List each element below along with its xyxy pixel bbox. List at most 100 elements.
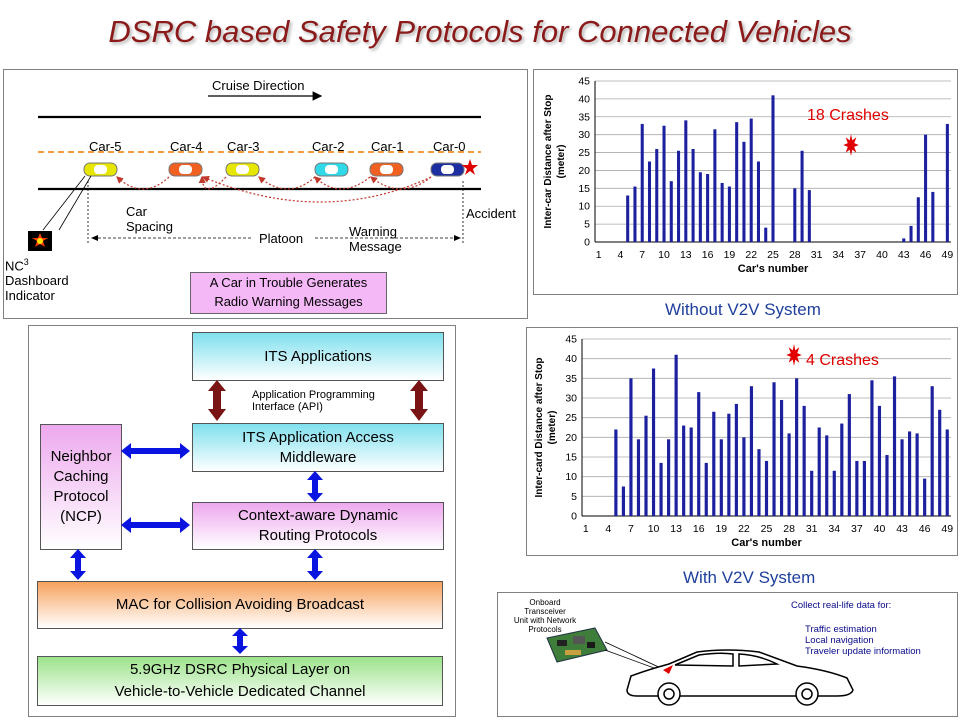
bar: [749, 118, 753, 242]
x-tick-label: 43: [898, 249, 910, 261]
bar: [647, 161, 652, 242]
car-4-icon: [168, 162, 203, 177]
y-tick-label: 30: [578, 129, 590, 141]
bar: [771, 95, 775, 242]
warning-arc: [314, 176, 371, 190]
x-tick-label: 46: [919, 523, 931, 535]
x-tick-label: 22: [738, 523, 750, 535]
bar: [719, 439, 723, 516]
car-5-icon: [83, 162, 118, 177]
crash-count-annotation: 4 Crashes: [806, 352, 879, 369]
bar: [885, 455, 889, 516]
bar: [764, 460, 769, 516]
x-tick-label: 34: [828, 523, 840, 535]
bar: [930, 386, 934, 516]
bar: [677, 150, 681, 242]
car-5-label: Car-5: [89, 139, 122, 154]
warning-arc: [370, 176, 432, 190]
bar: [667, 439, 671, 516]
chart-with-v2v-panel: [526, 327, 958, 556]
bar: [697, 392, 701, 516]
chart-without-v2v-caption: Without V2V System: [665, 300, 821, 319]
car-2-icon: [314, 162, 349, 177]
circuit-board-icon: [546, 627, 608, 663]
bar: [651, 368, 656, 516]
api-arrow-right: [410, 380, 428, 421]
bar: [945, 123, 949, 242]
collect-data-heading: Collect real-life data for:: [791, 600, 892, 611]
car-1-icon: [369, 162, 404, 177]
bar: [757, 449, 761, 516]
x-axis-label: Car's number: [731, 537, 802, 549]
bar: [900, 439, 904, 516]
y-tick-label: 15: [565, 452, 577, 464]
x-tick-label: 7: [639, 249, 645, 261]
mac-layer-box: MAC for Collision Avoiding Broadcast: [37, 581, 443, 629]
y-tick-label: 40: [578, 93, 590, 105]
bar: [825, 435, 829, 516]
accident-label: Accident: [466, 206, 516, 221]
x-tick-label: 4: [605, 523, 611, 535]
bar: [662, 125, 666, 242]
bar: [908, 431, 912, 516]
bar: [817, 427, 821, 516]
x-axis-label: Car's number: [738, 263, 809, 275]
bar: [892, 376, 897, 516]
bar: [909, 225, 913, 242]
bar: [931, 191, 935, 242]
car-0-label: Car-0: [433, 139, 466, 154]
x-tick-label: 22: [745, 249, 757, 261]
bar: [832, 470, 836, 516]
x-tick-label: 13: [680, 249, 692, 261]
bar: [779, 399, 784, 516]
bar: [614, 429, 618, 516]
bar: [640, 123, 644, 242]
car-2-label: Car-2: [312, 139, 345, 154]
car-3-label: Car-3: [227, 139, 260, 154]
bar: [764, 227, 768, 242]
x-tick-label: 49: [942, 249, 954, 261]
y-tick-label: 5: [571, 491, 577, 503]
y-tick-label: 35: [578, 111, 590, 123]
bar: [735, 122, 739, 242]
y-tick-label: 25: [565, 412, 577, 424]
accident-burst-icon: [462, 159, 478, 175]
y-tick-label: 45: [565, 334, 577, 346]
x-tick-label: 34: [833, 249, 845, 261]
bar: [810, 470, 814, 516]
x-tick-label: 49: [941, 523, 953, 535]
bar: [669, 181, 673, 242]
ncp-routing-arrow: [121, 517, 190, 533]
crash-burst-icon: [843, 134, 859, 156]
bar: [749, 386, 754, 516]
bar: [655, 148, 659, 242]
bar: [877, 405, 882, 516]
x-tick-label: 4: [618, 249, 624, 261]
cruise-direction-label: Cruise Direction: [212, 78, 305, 93]
routing-mac-arrow: [307, 549, 323, 580]
y-axis-label: Inter-car Distance after Stop: [543, 95, 554, 229]
x-tick-label: 37: [851, 523, 863, 535]
bar: [712, 411, 716, 516]
bar: [742, 437, 746, 516]
y-tick-label: 40: [565, 353, 577, 365]
y-tick-label: 30: [565, 393, 577, 405]
y-tick-label: 35: [565, 373, 577, 385]
y-tick-label: 15: [578, 183, 590, 195]
bar: [704, 462, 708, 516]
bar: [840, 423, 844, 516]
y-tick-label: 45: [578, 76, 590, 88]
y-tick-label: 20: [565, 432, 577, 444]
bar: [706, 174, 710, 242]
bar: [720, 182, 724, 242]
bar: [938, 409, 942, 516]
crash-count-annotation: 18 Crashes: [807, 107, 889, 124]
x-tick-label: 10: [658, 249, 670, 261]
bar: [734, 403, 738, 516]
bar: [727, 186, 731, 242]
x-tick-label: 25: [761, 523, 773, 535]
